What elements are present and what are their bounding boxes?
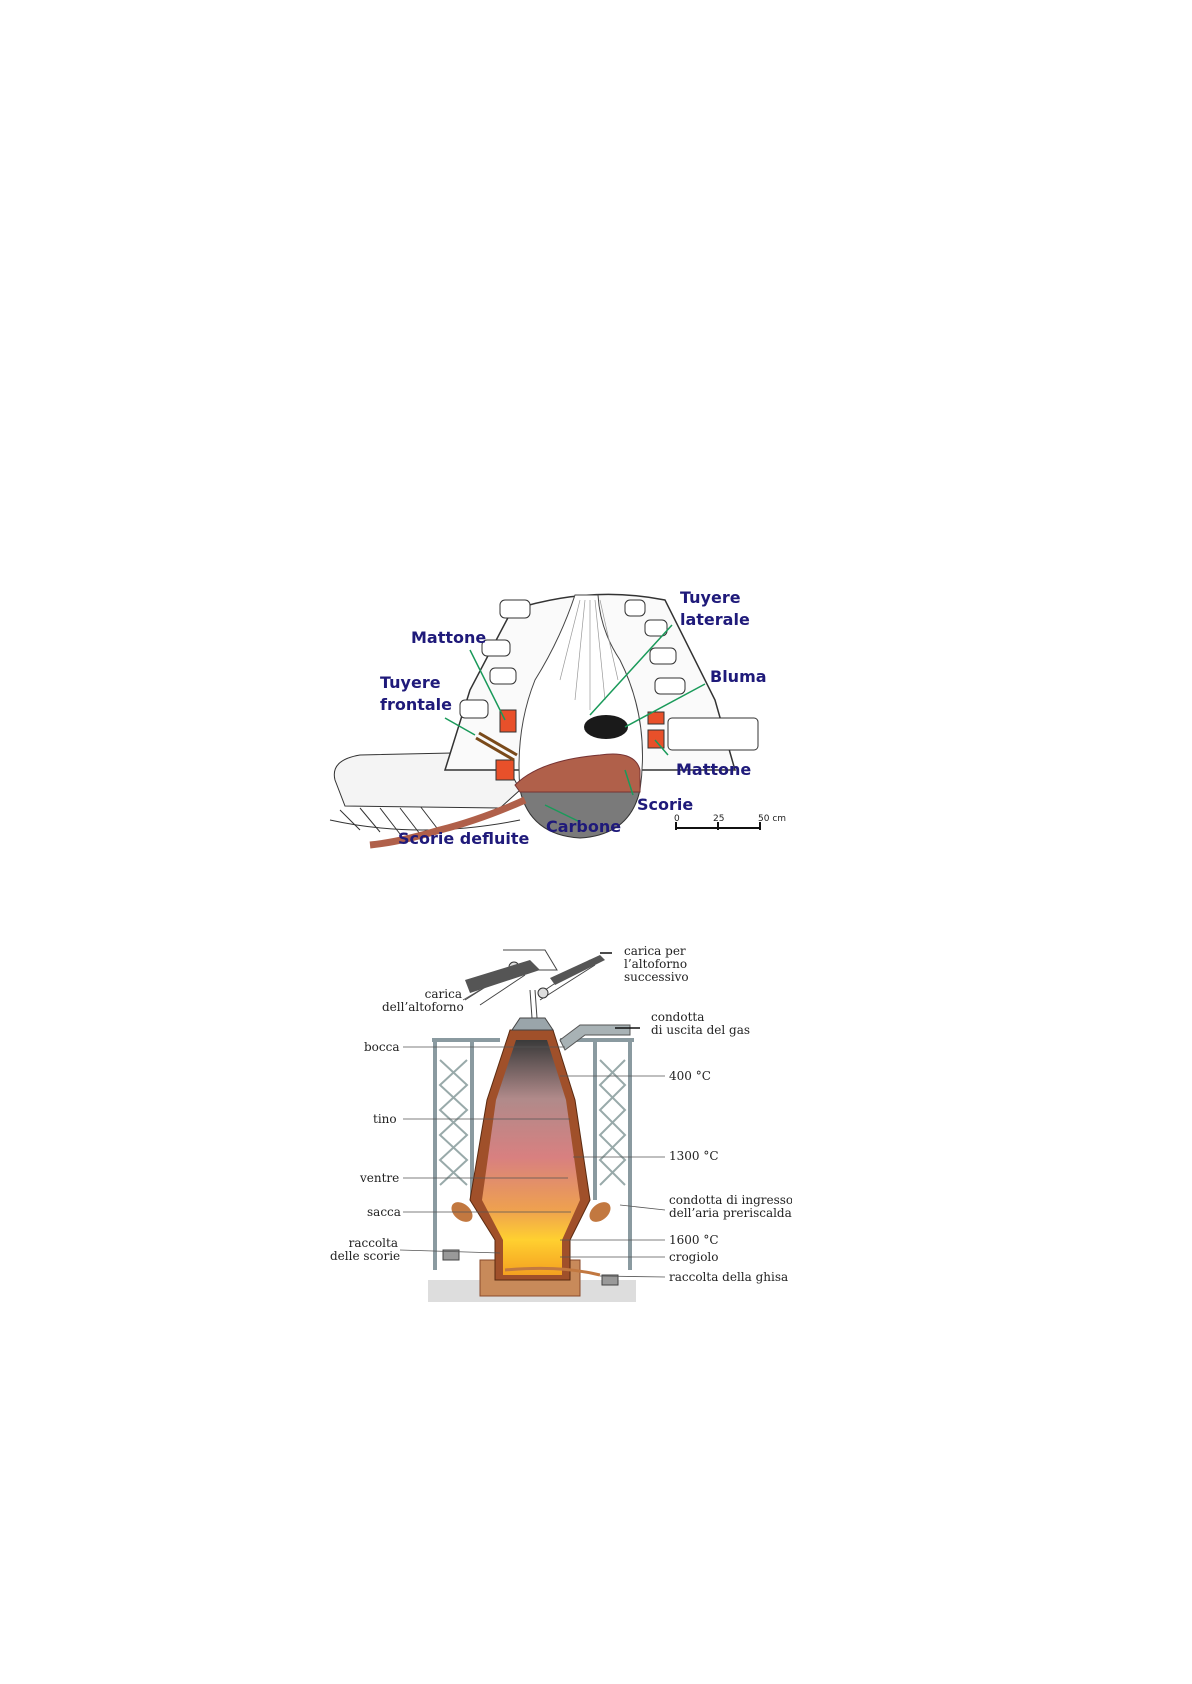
- scale-tick-0: 0: [674, 814, 680, 824]
- label-line: condotta di ingresso: [669, 1194, 792, 1207]
- label-line: dell’aria preriscaldata: [669, 1206, 792, 1220]
- scale-tick-25: 25: [713, 814, 725, 824]
- scale-tick-50: 50 cm: [758, 814, 787, 824]
- label-line: raccolta: [348, 1236, 398, 1250]
- label-mattone-top: Mattone: [411, 628, 487, 647]
- label-line: frontale: [380, 695, 453, 714]
- label-carica-altoforno: carica dell’altoforno: [382, 987, 464, 1014]
- label-line: condotta: [651, 1010, 705, 1024]
- label-400c: 400 °C: [669, 1069, 711, 1083]
- label-bocca: bocca: [364, 1040, 400, 1054]
- label-line: Tuyere: [380, 673, 441, 692]
- label-tuyere-frontale: Tuyere frontale: [380, 672, 452, 716]
- label-tuyere-laterale: Tuyere laterale: [680, 587, 750, 631]
- label-line: carica per: [624, 944, 686, 958]
- label-1600c: 1600 °C: [669, 1233, 719, 1247]
- label-line: Tuyere: [680, 588, 741, 607]
- bloomery-drawing: [329, 593, 761, 849]
- label-condotta-aria: condotta di ingresso dell’aria preriscal…: [669, 1194, 792, 1220]
- label-line: carica: [424, 987, 462, 1001]
- label-carica-successivo: carica per l’altoforno successivo: [624, 945, 689, 984]
- label-line: laterale: [680, 610, 750, 629]
- label-scorie-defluite: Scorie defluite: [398, 829, 530, 848]
- label-line: successivo: [624, 970, 689, 984]
- label-carbone: Carbone: [546, 817, 622, 836]
- label-1300c: 1300 °C: [669, 1149, 719, 1163]
- figure-bloomery-furnace: Tuyere laterale Mattone Bluma Tuyere fro…: [329, 587, 787, 849]
- label-line: l’altoforno: [624, 957, 688, 971]
- label-bluma: Bluma: [710, 667, 767, 686]
- label-raccolta-scorie: raccolta delle scorie: [330, 1236, 401, 1263]
- label-scorie: Scorie: [637, 795, 694, 814]
- label-line: dell’altoforno: [382, 1000, 464, 1014]
- label-crogiolo: crogiolo: [669, 1250, 719, 1264]
- label-sacca: sacca: [367, 1205, 401, 1219]
- label-tino: tino: [373, 1112, 397, 1126]
- label-condotta-gas: condotta di uscita del gas: [651, 1011, 750, 1037]
- label-mattone-right: Mattone: [676, 760, 752, 779]
- label-ventre: ventre: [360, 1171, 400, 1185]
- label-raccolta-ghisa: raccolta della ghisa: [669, 1270, 789, 1284]
- label-line: di uscita del gas: [651, 1023, 750, 1037]
- label-line: delle scorie: [330, 1249, 401, 1263]
